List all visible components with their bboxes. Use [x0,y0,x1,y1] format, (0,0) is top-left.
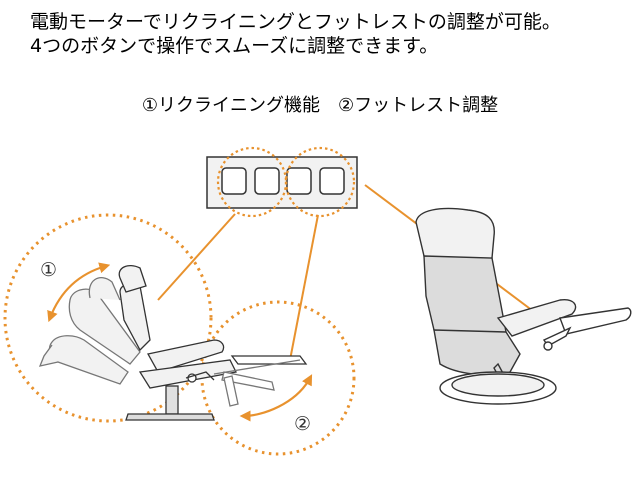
footrest-extended-perspective [559,307,632,335]
chair-base [125,413,215,421]
backrest-position-1 [118,264,151,352]
footrest-motion-arrow [239,374,313,422]
description-line-2: 4つのボタンで操作でスムーズに調整できます。 [30,35,439,57]
armrest-right [496,299,577,337]
backrest [423,255,507,337]
description: 電動モーターでリクライニングとフットレストの調整が可能。 4つのボタンで操作でス… [30,10,630,58]
recline-button-2 [254,167,280,195]
seat-body [433,329,521,376]
mechanism-linkage [185,371,215,381]
headrest [415,207,495,262]
legend-footrest: ②フットレスト調整 [338,95,499,116]
legend: ①リクライニング機能 ②フットレスト調整 [0,91,640,117]
chair-perspective-view [415,207,632,405]
legend-recline: ①リクライニング機能 [141,95,320,116]
recline-motion-arrow [47,262,111,323]
footrest-button-1 [286,167,312,195]
leader-line-footrest [289,214,319,361]
footrest-button-2 [319,167,345,195]
leader-line-recline [157,213,236,301]
footrest-buttons-highlight [284,146,356,218]
chair-stand [165,385,179,415]
control-panel [206,146,358,218]
footrest-down [223,375,239,407]
recline-button-1 [221,167,247,195]
recline-highlight-circle [3,213,213,423]
callout-recline-number: ① [40,259,57,281]
footrest-hinge [543,341,553,351]
backrest-position-3 [38,335,129,385]
base-ring-inner [451,373,545,397]
seat [138,359,237,389]
description-line-1: 電動モーターでリクライニングとフットレストの調整が可能。 [30,11,561,33]
footrest-arm [213,359,301,375]
callout-footrest-number: ② [294,413,311,435]
armrest [147,339,225,373]
footrest-extended [230,355,308,365]
